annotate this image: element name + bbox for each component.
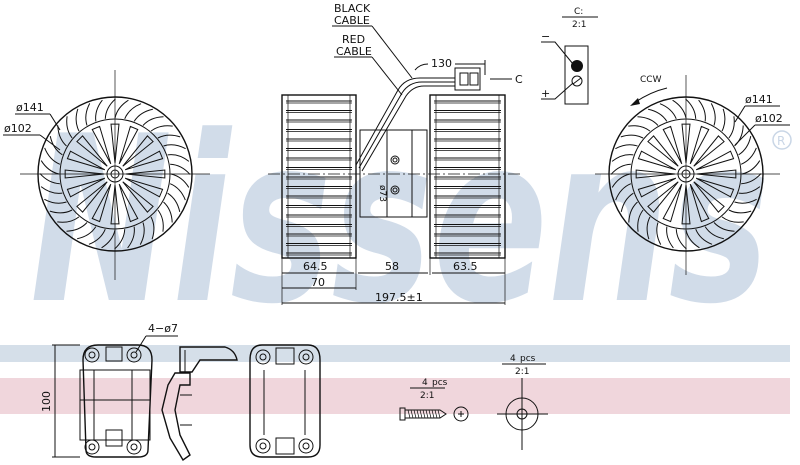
side-mount-view [161, 346, 238, 462]
black-cable-label-2: CABLE [334, 14, 370, 27]
screw-scale: 2:1 [420, 391, 434, 401]
dim-left-wheel: 64.5 [303, 260, 328, 273]
right-inner-diameter: ø102 [755, 112, 783, 125]
minus-terminal: − [541, 30, 550, 43]
screw-head-icon [453, 406, 469, 422]
left-outer-diameter: ø141 [16, 101, 44, 114]
mount-height: 100 [40, 391, 53, 412]
detail-scale: 2:1 [572, 20, 586, 30]
detail-title: C: [574, 7, 583, 17]
screw-detail: 4 pcs 2:1 [399, 378, 469, 422]
connector-detail: C: 2:1 − + [541, 7, 598, 105]
black-cable-label: BLACK [334, 2, 371, 15]
red-cable-label-2: CABLE [336, 45, 372, 58]
ccw-arrowhead [630, 98, 640, 106]
registered-mark-letter: R [777, 134, 785, 148]
dim-motor: 58 [385, 260, 399, 273]
registered-mark-icon [772, 130, 792, 150]
side-view: ø73 [268, 67, 520, 259]
rotation-direction: CCW [640, 75, 662, 85]
rear-mount-view [249, 344, 321, 458]
right-fan-wheel [595, 75, 780, 275]
pink-band [0, 378, 790, 414]
left-fan-wheel [20, 70, 210, 280]
blue-band [0, 345, 790, 362]
mount-holes: 4−ø7 [148, 322, 178, 335]
plus-terminal: + [541, 87, 550, 100]
washer-unit: pcs [520, 354, 536, 364]
right-outer-diameter: ø141 [745, 93, 773, 106]
washer-scale: 2:1 [515, 367, 529, 377]
dim-right-wheel: 63.5 [453, 260, 478, 273]
washer-qty: 4 [510, 354, 516, 364]
screw-qty: 4 [422, 378, 428, 388]
connector-ref: C [515, 73, 523, 86]
front-mount-view: 100 4−ø7 [40, 322, 178, 458]
screw-icon [399, 407, 406, 421]
cable-length: 130 [431, 57, 452, 70]
left-inner-diameter: ø102 [4, 122, 32, 135]
dimensions: 64.5 58 63.5 70 197.5±1 [281, 258, 506, 305]
dim-left-total: 70 [311, 276, 325, 289]
screw-unit: pcs [432, 378, 448, 388]
red-cable-label: RED [342, 33, 365, 46]
motor-diameter: ø73 [377, 185, 387, 202]
washer-detail: 4 pcs 2:1 [497, 354, 548, 450]
dim-overall: 197.5±1 [375, 291, 423, 304]
washer-icon [505, 397, 539, 431]
